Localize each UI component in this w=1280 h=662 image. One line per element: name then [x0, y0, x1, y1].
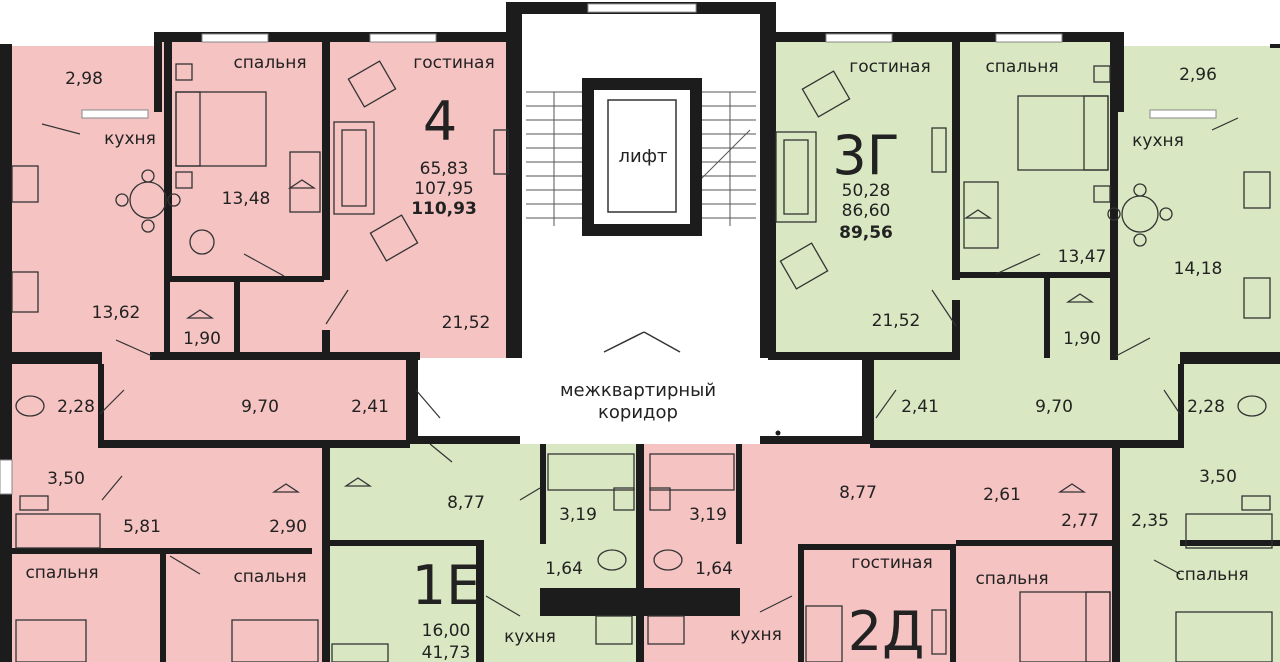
apt1e-code: 1Е [412, 554, 480, 617]
room-area: 1,64 [545, 559, 583, 579]
room-label: спальня [25, 563, 98, 583]
room-area: 2,96 [1179, 65, 1217, 85]
apt4-living-area: 65,83 [420, 159, 469, 179]
elevator-label: лифт [618, 146, 667, 167]
apartment-3g: 3Г 50,28 86,60 89,56 [832, 124, 899, 243]
room-area: 14,18 [1174, 259, 1223, 279]
room-area: 8,77 [447, 493, 485, 513]
furniture [11, 60, 1273, 662]
room-area: 2,98 [65, 69, 103, 89]
room-area: 13,62 [92, 303, 141, 323]
room-label: кухня [1132, 131, 1184, 151]
apt4-area-no-balcony: 107,95 [414, 179, 473, 199]
apt4-total-area: 110,93 [411, 199, 477, 219]
room-area: 2,90 [269, 517, 307, 537]
bathtub-icon [15, 513, 101, 549]
apt1e-living-area: 16,00 [422, 621, 471, 641]
room-area: 3,19 [689, 505, 727, 525]
wardrobe-icon [289, 151, 321, 213]
apt3g-living-area: 50,28 [842, 181, 891, 201]
room-area: 2,77 [1061, 511, 1099, 531]
room-area: 13,48 [222, 189, 271, 209]
room-labels: 2,98 кухня 13,62 спальня 13,48 гостиная … [25, 53, 1248, 647]
apt4-balcony-fill [12, 46, 158, 108]
armchair-icon [347, 60, 397, 108]
door-swings [41, 117, 1239, 617]
room-label: спальня [233, 567, 306, 587]
corridor-label-line1: межквартирный [560, 380, 716, 401]
room-area: 3,19 [559, 505, 597, 525]
apt4-living-fill [326, 38, 516, 358]
room-area: 2,35 [1131, 511, 1169, 531]
apt3g-code: 3Г [832, 124, 899, 187]
apt4-code: 4 [423, 90, 457, 153]
room-area: 2,28 [57, 397, 95, 417]
room-area: 9,70 [241, 397, 279, 417]
apt1e-area-no-balcony: 41,73 [422, 643, 471, 662]
apt3g-living-fill [768, 38, 960, 358]
apt3g-area-no-balcony: 86,60 [842, 201, 891, 221]
room-label: спальня [233, 53, 306, 73]
room-area: 2,41 [901, 397, 939, 417]
room-area: 5,81 [123, 517, 161, 537]
apt2d-code: 2Д [848, 600, 925, 662]
room-label: кухня [104, 129, 156, 149]
right-lower-green-fill [1118, 444, 1280, 662]
room-area: 3,50 [1199, 467, 1237, 487]
room-area: 9,70 [1035, 397, 1073, 417]
room-label: кухня [730, 625, 782, 645]
apt3g-kitchen-fill [1120, 108, 1280, 358]
plant-icon [189, 229, 215, 255]
apt3g-bedroom-fill [960, 38, 1120, 358]
room-label: спальня [1175, 565, 1248, 585]
apt3g-total-area: 89,56 [839, 223, 893, 243]
room-area: 3,50 [47, 469, 85, 489]
room-label: гостиная [849, 57, 930, 77]
room-area: 21,52 [872, 311, 921, 331]
apt4-bedroom-fill [158, 38, 326, 358]
room-area: 2,28 [1187, 397, 1225, 417]
apt4-hall-fill [12, 358, 416, 444]
armchair-icon [369, 214, 419, 262]
room-area: 21,52 [442, 313, 491, 333]
room-area: 1,64 [695, 559, 733, 579]
apt3g-hall-fill [866, 358, 1280, 444]
apt3g-balcony-fill [1120, 46, 1280, 108]
apartment-4: 4 65,83 107,95 110,93 [411, 90, 477, 219]
room-area: 2,61 [983, 485, 1021, 505]
toilet-icon [15, 395, 45, 417]
room-area: 2,41 [351, 397, 389, 417]
room-label: спальня [985, 57, 1058, 77]
apt4-kitchen-fill [12, 108, 162, 358]
room-label: спальня [975, 569, 1048, 589]
room-label: кухня [504, 627, 556, 647]
room-area: 8,77 [839, 483, 877, 503]
room-label: гостиная [413, 53, 494, 73]
room-area: 1,90 [1063, 329, 1101, 349]
stair-core: лифт [522, 3, 760, 353]
apartment-1e: 1Е 16,00 41,73 [412, 554, 480, 662]
apt2d-fill [642, 444, 1118, 662]
room-label: гостиная [851, 553, 932, 573]
apartment-2d: 2Д [848, 600, 925, 662]
room-area: 13,47 [1058, 247, 1107, 267]
sofa-icon [333, 121, 375, 215]
corridor-label-line2: коридор [598, 402, 678, 423]
room-area: 1,90 [183, 329, 221, 349]
windows [0, 33, 1217, 495]
tv-icon [493, 129, 509, 175]
corridor: межквартирный коридор [418, 360, 862, 436]
